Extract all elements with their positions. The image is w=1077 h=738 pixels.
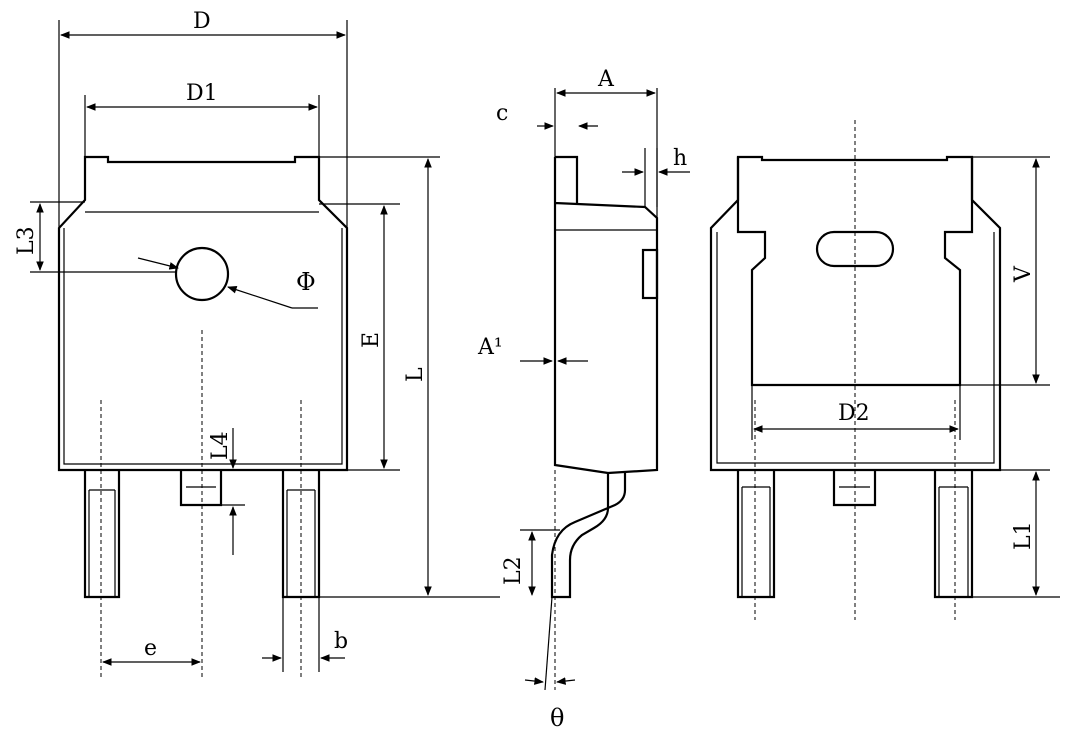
top-view-body bbox=[57, 155, 349, 472]
leader-phi bbox=[227, 286, 293, 309]
label-A1: A¹ bbox=[477, 335, 503, 360]
label-theta: θ bbox=[550, 704, 564, 732]
label-h: h bbox=[673, 146, 687, 171]
heat-sink-pad bbox=[736, 157, 974, 387]
side-view-body bbox=[553, 157, 659, 475]
label-V: V bbox=[1011, 265, 1036, 283]
top-view: D D1 L3 Φ E L L4 e bbox=[14, 9, 500, 680]
dimension-theta bbox=[556, 677, 576, 685]
label-L1: L1 bbox=[1011, 521, 1036, 550]
side-view-pad bbox=[641, 248, 659, 300]
mounting-hole bbox=[174, 246, 230, 302]
bottom-left-lead bbox=[736, 470, 776, 599]
side-view-lead bbox=[550, 473, 627, 599]
bottom-view: V D2 L1 bbox=[709, 120, 1060, 620]
label-A: A bbox=[597, 67, 615, 92]
label-e: e bbox=[144, 636, 157, 661]
side-view: A c h A¹ L2 θ bbox=[477, 67, 690, 732]
center-lead-stub bbox=[179, 470, 223, 507]
label-E: E bbox=[359, 332, 384, 348]
top-view-body-inner bbox=[63, 211, 343, 465]
label-L3: L3 bbox=[14, 226, 39, 255]
label-L: L bbox=[403, 367, 428, 382]
label-D2: D2 bbox=[838, 401, 870, 426]
label-D1: D1 bbox=[186, 81, 218, 106]
label-L4: L4 bbox=[208, 431, 233, 460]
left-lead bbox=[83, 470, 121, 599]
label-L2: L2 bbox=[501, 556, 526, 585]
label-D: D bbox=[193, 9, 211, 34]
label-b: b bbox=[334, 629, 348, 654]
bottom-right-lead bbox=[933, 470, 974, 599]
label-phi: Φ bbox=[296, 268, 316, 296]
side-view-tab bbox=[555, 155, 579, 203]
label-c: c bbox=[496, 101, 508, 126]
